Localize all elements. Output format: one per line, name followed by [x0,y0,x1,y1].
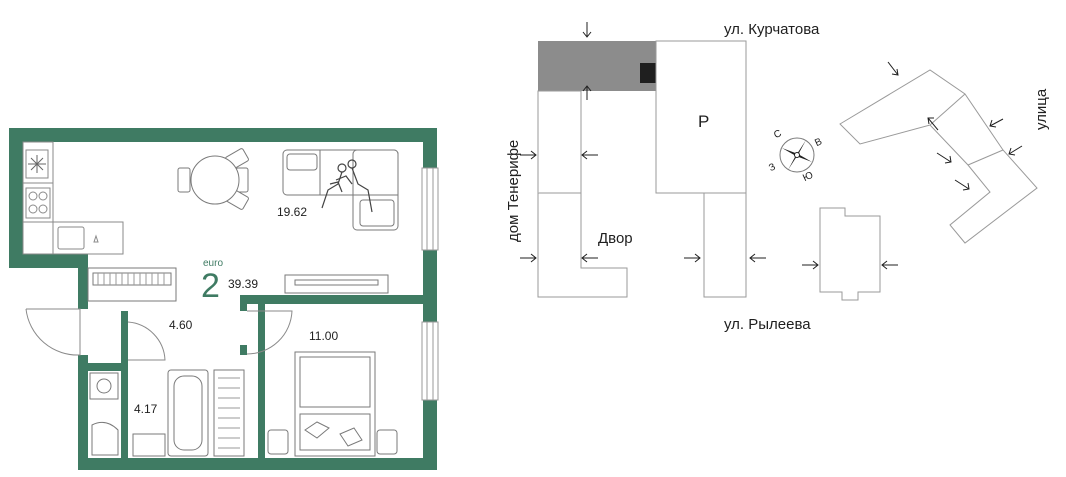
apartment-floor-plan: 19.62 4.60 11.00 4.17 euro 2 39.39 [9,128,439,470]
area-hall: 4.60 [169,318,193,332]
total-area: 39.39 [228,277,258,291]
toilet-icon [91,421,119,456]
area-bedroom: 11.00 [309,329,338,343]
site-labels: ул. Курчатова ул. Рылеева Двор P дом Тен… [505,21,1050,333]
doors [25,308,293,361]
snowflake-icon [28,155,46,173]
faucet-icon [93,234,99,243]
rooms-count: 2 [201,267,220,305]
arrow-icon [927,117,939,131]
street-south: ул. Рылеева [724,316,811,333]
street-east: улица [1033,88,1050,130]
street-west: дом Тенерифе [505,140,522,242]
sofa [282,149,399,231]
area-living-kitchen: 19.62 [277,205,307,219]
arrow-icon [1008,145,1023,156]
arrow-icon [581,150,598,160]
street-north: ул. Курчатова [724,21,820,38]
arrow-icon [582,85,592,100]
windows [421,167,439,401]
bedroom-door [246,310,293,355]
arrow-icon [749,253,766,263]
apartment-type: euro [203,258,223,269]
building-southeast [819,207,881,301]
arrow-icon [582,22,592,38]
arrow-icon [520,150,537,160]
area-bathroom: 4.17 [134,402,158,416]
hanger-lines [97,273,165,285]
compass-icon: С В Ю З [767,128,824,184]
arrow-icon [989,118,1004,128]
entrance-door [25,308,81,356]
compass-north: С [772,128,783,141]
arrow-icon [887,61,899,76]
room-labels: 19.62 4.60 11.00 4.17 euro 2 39.39 [134,205,338,416]
arrow-icon [520,253,537,263]
compass-west: З [767,162,777,175]
arrow-icon [954,179,970,191]
arrow-icon [684,253,701,263]
sink-icon [132,433,166,457]
buildings [537,40,1038,301]
building-east [839,69,1038,244]
tv-stand [284,274,389,294]
compass-south: Ю [801,170,815,184]
window-bedroom [421,321,439,401]
courtyard-label: Двор [598,230,633,247]
bathroom-door [127,321,166,361]
bathroom-fixtures [89,369,245,457]
window-living [421,167,439,251]
building-parking [655,40,747,194]
building-south-middle [703,192,747,298]
arrow-icon [802,260,819,270]
arrow-icon [881,260,898,270]
parking-notch [640,63,656,83]
parking-area [538,41,658,91]
bed [267,351,398,457]
entry-arrows [520,22,1023,270]
towel-dryer-icon [213,369,245,457]
fridge-icon [25,149,49,179]
wardrobe [87,267,177,302]
kitchen-unit [22,141,124,255]
arrow-icon [936,152,952,164]
interior-walls [78,295,423,458]
compass-east: В [813,136,824,149]
dining-table [177,148,249,210]
stove-icon [25,187,51,219]
arrow-icon [581,253,598,263]
people-icon [321,159,373,213]
parking-marker: P [698,112,709,131]
site-plan: С В Ю З ул. Курчатова ул. Рылеева Двор P… [505,21,1050,333]
